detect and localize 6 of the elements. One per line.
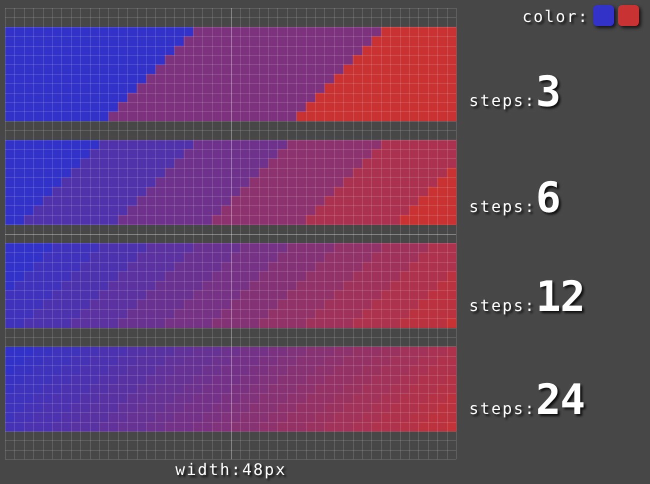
steps-label: steps:6 — [469, 177, 560, 219]
steps-label: steps:12 — [469, 276, 584, 318]
steps-label: steps:3 — [469, 71, 560, 113]
width-label: width:48px — [175, 462, 287, 478]
steps-label: steps:24 — [469, 379, 584, 421]
color-label: color: — [522, 9, 589, 25]
